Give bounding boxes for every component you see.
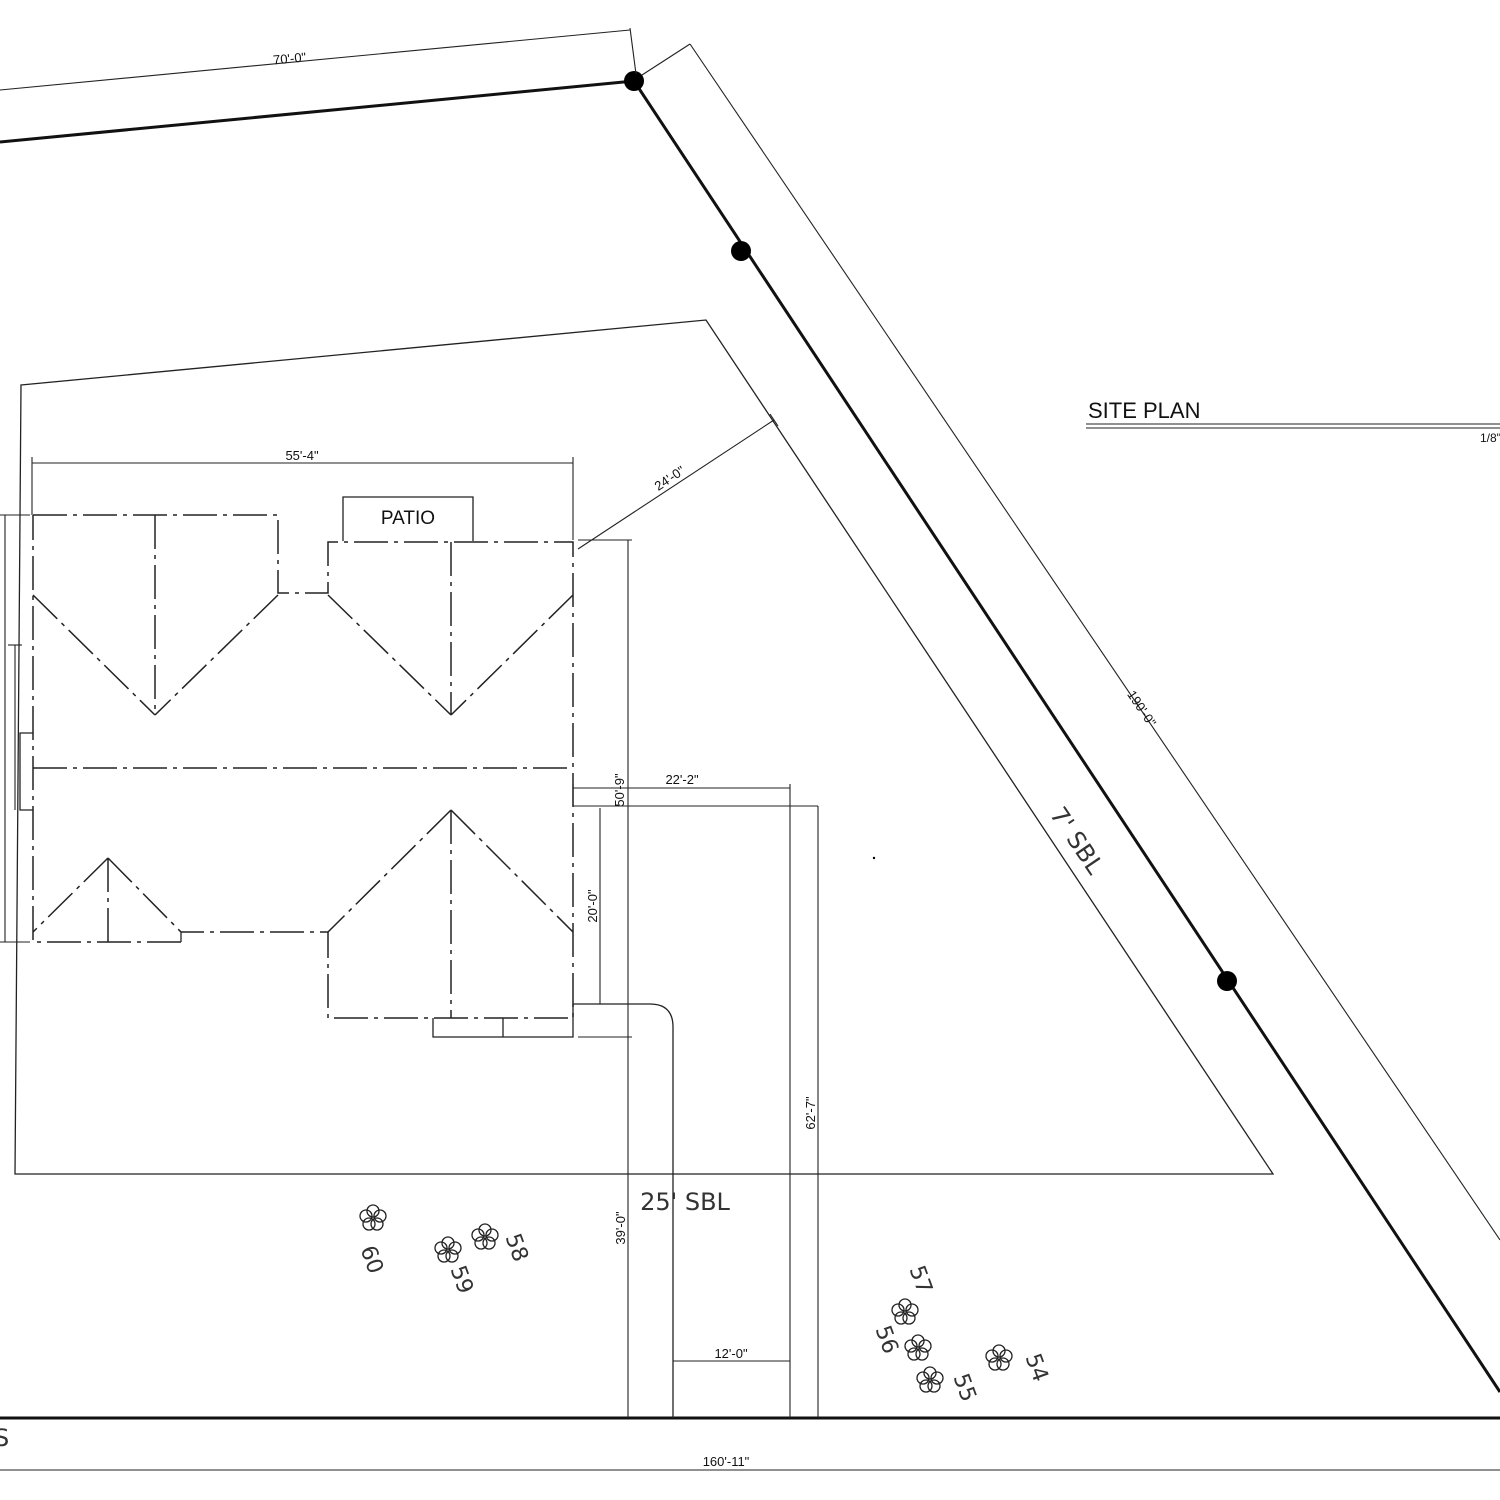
tree-icon bbox=[916, 1366, 944, 1393]
dimension-right-property: 190'-0" bbox=[641, 43, 1500, 1241]
survey-marker bbox=[731, 241, 751, 261]
tree-icon bbox=[985, 1344, 1013, 1371]
tree-icon bbox=[359, 1204, 387, 1231]
tree-group-left: 60 58 59 bbox=[355, 1204, 533, 1297]
speck bbox=[872, 856, 876, 860]
dimension-garage-width: 22'-2" bbox=[572, 772, 791, 1418]
property-lines bbox=[0, 71, 1500, 1420]
dimension-left-edge bbox=[0, 514, 30, 943]
tree-number: 57 bbox=[904, 1262, 937, 1297]
tree-icon bbox=[891, 1298, 919, 1325]
dimension-label: 70'-0" bbox=[272, 49, 307, 67]
dimension-label: 160'-11" bbox=[703, 1454, 750, 1469]
tree-number: 60 bbox=[355, 1242, 388, 1277]
east-property-line bbox=[632, 80, 1500, 1393]
corner-text: S bbox=[0, 1424, 9, 1452]
dimension-front-setback: 39'-0" bbox=[613, 1211, 628, 1245]
dimension-label: 62'-7" bbox=[803, 1096, 818, 1130]
dimension-label: 50'-9" bbox=[612, 773, 627, 807]
tree-number: 56 bbox=[870, 1322, 903, 1357]
dimension-garage-depth: 20'-0" bbox=[573, 805, 818, 1005]
building-envelope bbox=[14, 319, 1275, 1175]
tree-icon bbox=[471, 1223, 499, 1250]
tree-group-right: 57 56 55 54 bbox=[870, 1262, 1053, 1405]
patio-label: PATIO bbox=[381, 508, 435, 529]
dimension-label: 20'-0" bbox=[585, 889, 600, 923]
dimension-bottom-property: 160'-11" bbox=[0, 1454, 1500, 1471]
north-property-line bbox=[0, 79, 635, 144]
tree-icon bbox=[434, 1236, 462, 1263]
front-setback-label: 25' SBL bbox=[640, 1188, 730, 1216]
dimension-label: 190'-0" bbox=[1124, 688, 1159, 730]
dimension-driveway-width: 12'-0" bbox=[673, 1346, 790, 1362]
house-footprint bbox=[19, 514, 574, 1038]
survey-marker bbox=[1217, 971, 1237, 991]
dimension-house-depth: 50'-9" bbox=[578, 539, 632, 1418]
scale-note: 1/8" bbox=[1480, 431, 1500, 445]
dimension-label: 12'-0" bbox=[714, 1346, 748, 1361]
page-title: SITE PLAN bbox=[1088, 398, 1200, 423]
tree-icon bbox=[904, 1334, 932, 1361]
dimension-label: 22'-2" bbox=[665, 772, 699, 787]
dimension-house-width: 55'-4" bbox=[31, 448, 574, 540]
dimension-top-property: 70'-0" bbox=[0, 27, 637, 91]
tree-number: 59 bbox=[445, 1262, 478, 1297]
dimension-side-offset: 24'-0" bbox=[577, 413, 779, 550]
tree-number: 58 bbox=[500, 1230, 533, 1265]
driveway bbox=[573, 1003, 674, 1418]
dimension-label: 55'-4" bbox=[285, 448, 319, 463]
tree-number: 54 bbox=[1020, 1350, 1053, 1385]
title-block: SITE PLAN 1/8" bbox=[1086, 398, 1500, 445]
patio: PATIO bbox=[342, 496, 474, 541]
survey-marker bbox=[624, 71, 644, 91]
tree-number: 55 bbox=[948, 1370, 981, 1405]
dimension-driveway-length: 62'-7" bbox=[803, 806, 819, 1418]
side-setback-label: 7' SBL bbox=[1044, 802, 1109, 880]
